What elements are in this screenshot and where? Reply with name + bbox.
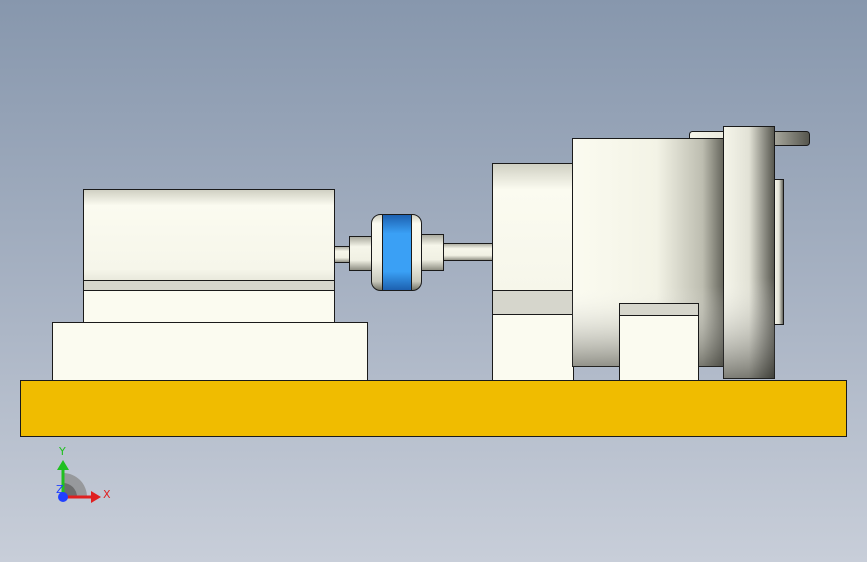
x-axis-arrow-icon xyxy=(91,491,101,503)
z-axis-dot-icon xyxy=(58,492,68,502)
coordinate-triad[interactable]: Y Z X xyxy=(56,445,111,503)
z-axis-label: Z xyxy=(56,483,64,496)
baseplate[interactable] xyxy=(20,380,847,437)
pump-shaft[interactable] xyxy=(443,243,493,261)
y-axis-label: Y xyxy=(58,445,66,458)
coupling-insert-band xyxy=(382,214,412,291)
housing-support-foot[interactable] xyxy=(619,315,699,381)
motor-feet-band xyxy=(83,280,335,291)
y-axis-arrow-icon xyxy=(57,460,69,470)
coupling-hub-right xyxy=(421,234,444,271)
bearing-frame-foot xyxy=(492,314,574,381)
coupling-hub-left xyxy=(349,236,373,271)
housing-support-foot-band xyxy=(619,303,699,316)
suction-nozzle[interactable] xyxy=(774,179,784,325)
motor-shaft[interactable] xyxy=(334,246,351,263)
x-axis-label: X xyxy=(103,488,111,501)
coupling[interactable] xyxy=(349,214,444,291)
volute-flange-shade xyxy=(723,126,775,379)
motor-base-block[interactable] xyxy=(52,322,368,381)
pump-assembly[interactable] xyxy=(492,126,810,381)
motor-assembly[interactable] xyxy=(52,189,368,381)
bearing-frame-foot-band xyxy=(492,290,574,315)
